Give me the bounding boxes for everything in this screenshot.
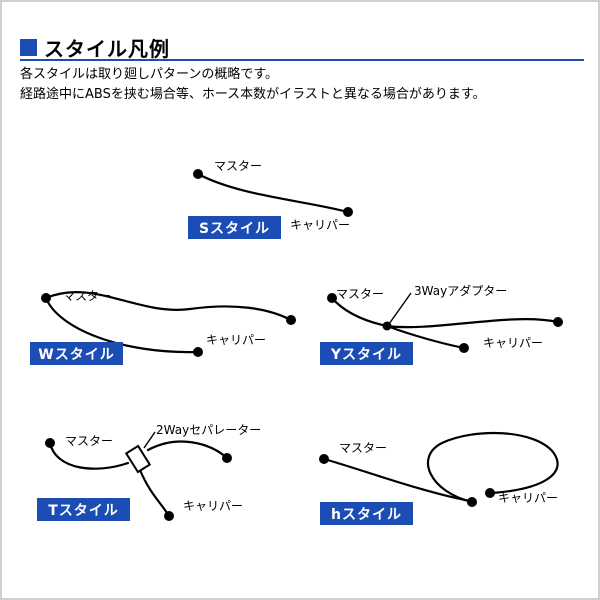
h-style-diagram xyxy=(319,431,559,507)
h-caliper-label: キャリパー xyxy=(498,491,559,505)
w-style-diagram xyxy=(41,291,296,357)
h-hose-end-dot xyxy=(467,497,477,507)
t-caliper-dot-lower xyxy=(164,511,174,521)
s-master-dot xyxy=(193,169,203,179)
s-style-diagram xyxy=(193,169,353,217)
t-caliper-label: キャリパー xyxy=(183,499,244,513)
w-style-badge: Wスタイル xyxy=(30,342,123,365)
page-title: スタイル凡例 xyxy=(44,37,170,61)
t-master-label: マスター xyxy=(65,434,114,448)
y-caliper-dot-lower xyxy=(459,343,469,353)
s-master-label: マスター xyxy=(214,159,263,173)
w-hose-path-long xyxy=(44,291,293,322)
t-caliper-dot-right xyxy=(222,453,232,463)
y-hose-path-upper xyxy=(385,318,560,329)
y-adapter-junction-dot xyxy=(382,321,392,331)
t-two-way-separator-box xyxy=(124,444,152,474)
t-hose-path-upper xyxy=(146,440,229,460)
description-line-2: 経路途中にABSを挟む場合等、ホース本数がイラストと異なる場合があります。 xyxy=(20,87,486,102)
y-style-diagram xyxy=(327,292,563,353)
y-master-dot xyxy=(327,293,337,303)
t-style-diagram xyxy=(45,431,232,521)
w-master-dot xyxy=(41,293,51,303)
s-style-badge: Sスタイル xyxy=(188,216,281,239)
h-hose-path-loop xyxy=(426,431,559,504)
y-hose-path-lower xyxy=(385,324,466,350)
t-hose-path-master xyxy=(48,441,130,470)
t-separator-leader-line xyxy=(143,431,156,449)
h-caliper-dot xyxy=(485,488,495,498)
w-hose-path-short xyxy=(44,296,200,354)
t-style-badge: Tスタイル xyxy=(37,498,130,521)
h-master-label: マスター xyxy=(339,441,388,455)
legend-header: スタイル凡例 xyxy=(20,33,170,62)
h-master-dot xyxy=(319,454,329,464)
w-master-label: マスター xyxy=(63,289,112,303)
title-underline xyxy=(20,59,584,61)
w-caliper-label: キャリパー xyxy=(206,333,267,347)
t-two-way-separator-label: 2Wayセパレーター xyxy=(156,423,262,437)
s-hose-path xyxy=(196,172,350,214)
t-master-dot xyxy=(45,438,55,448)
y-master-label: マスター xyxy=(336,287,385,301)
y-caliper-label: キャリパー xyxy=(483,336,544,350)
h-style-badge: hスタイル xyxy=(320,502,413,525)
w-caliper-dot-right xyxy=(286,315,296,325)
s-caliper-label: キャリパー xyxy=(290,218,351,232)
y-hose-path-master xyxy=(330,296,389,328)
description-line-1: 各スタイルは取り廻しパターンの概略です。 xyxy=(20,67,279,82)
y-caliper-dot-right xyxy=(553,317,563,327)
t-hose-path-lower xyxy=(138,468,171,518)
h-hose-path-master xyxy=(322,457,472,503)
w-caliper-dot-lower xyxy=(193,347,203,357)
s-caliper-dot xyxy=(343,207,353,217)
y-style-badge: Yスタイル xyxy=(320,342,413,365)
y-three-way-adapter-label: 3Wayアダプター xyxy=(414,284,508,298)
title-bullet-square xyxy=(20,39,37,56)
y-adapter-leader-line xyxy=(388,292,412,325)
